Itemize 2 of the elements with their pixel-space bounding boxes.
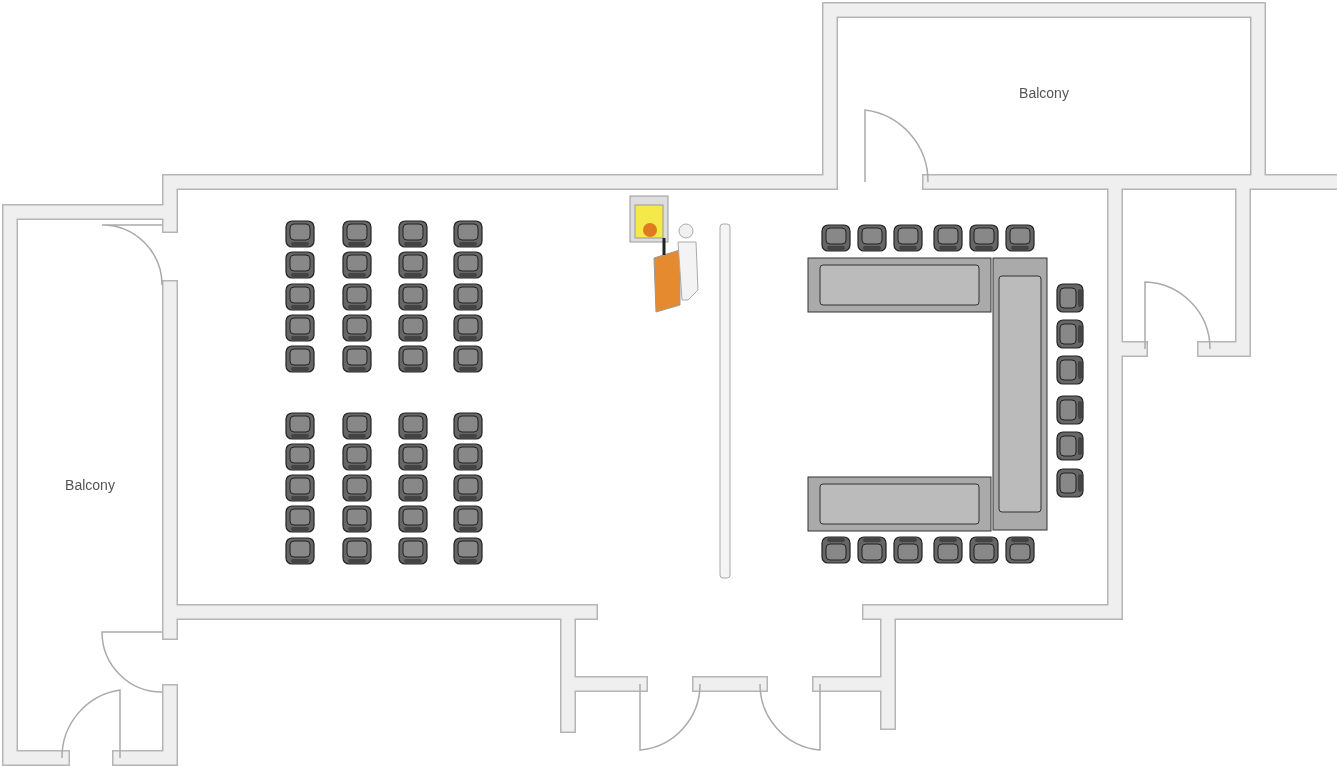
room-label: Balcony	[838, 18, 1250, 168]
room-label: Balcony	[18, 220, 162, 750]
